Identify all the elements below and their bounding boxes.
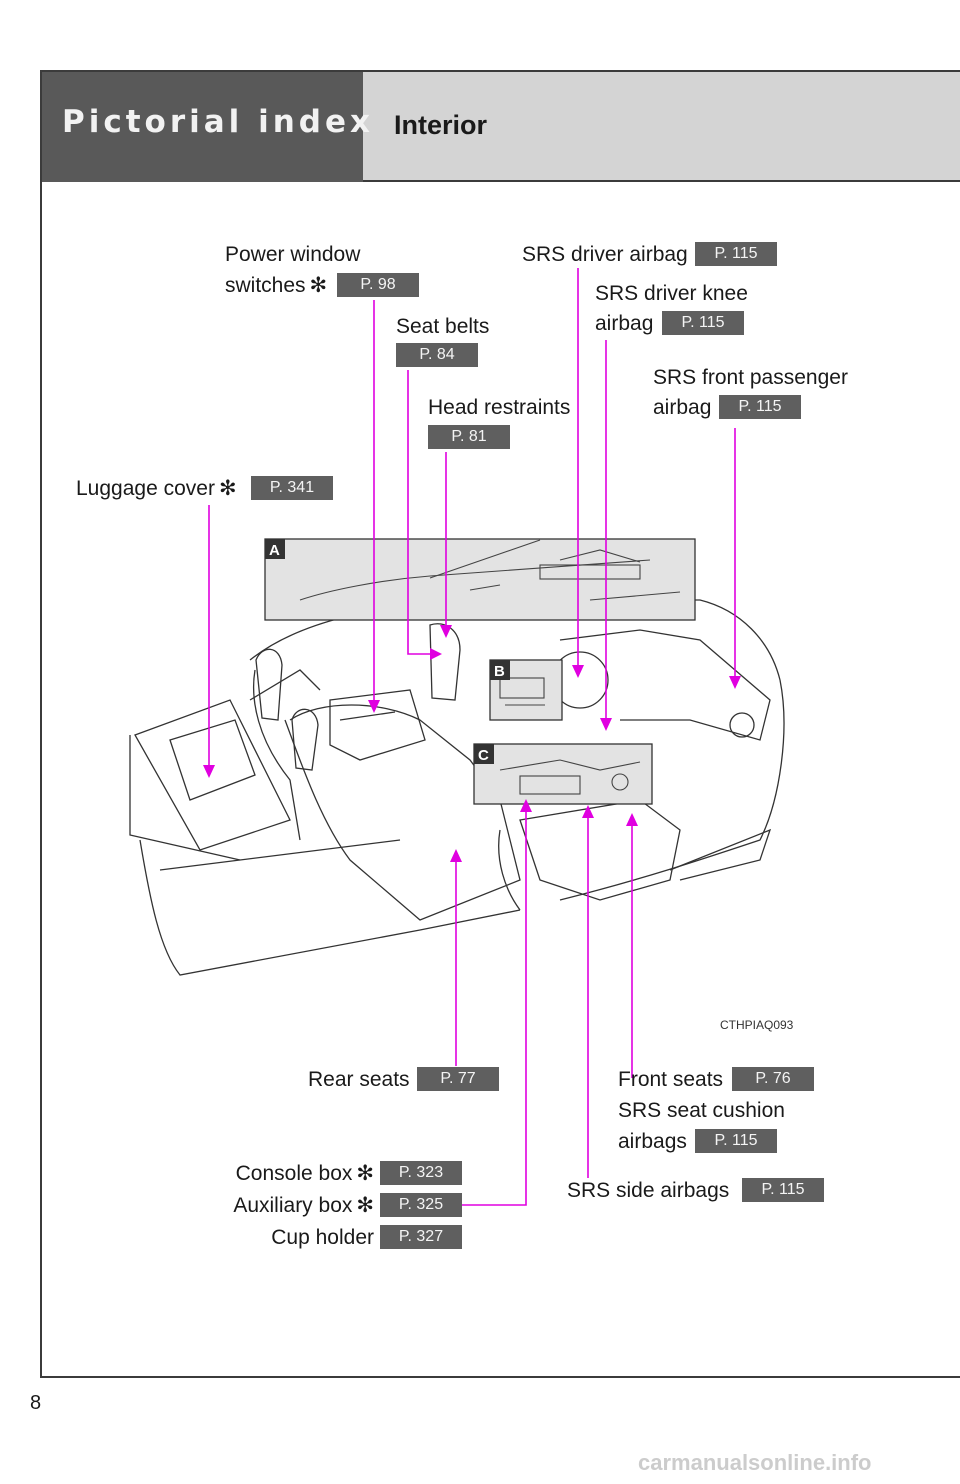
power-window-label-line2: switches✻: [225, 274, 328, 297]
seat-belts-ref[interactable]: P. 84: [396, 343, 478, 367]
srs-driver-airbag-ref[interactable]: P. 115: [695, 242, 777, 266]
srs-seat-cushion-label-line1: SRS seat cushion: [618, 1099, 785, 1122]
inset-b-box: [489, 659, 563, 721]
seat-belts-label: Seat belts: [396, 315, 490, 338]
page-frame: [40, 70, 960, 1378]
leader-lines: [208, 268, 736, 1206]
head-restraints-label: Head restraints: [428, 396, 571, 419]
srs-side-airbags-ref[interactable]: P. 115: [742, 1178, 824, 1202]
srs-side-airbags-label: SRS side airbags: [567, 1179, 730, 1202]
callout-a-marker: [265, 539, 285, 559]
asterisk-icon: ✻: [309, 274, 328, 297]
srs-driver-knee-label-line2: airbag: [595, 312, 654, 335]
callout-c: C: [478, 747, 489, 764]
head-restraints-ref[interactable]: P. 81: [428, 425, 510, 449]
srs-seat-cushion-label-line2: airbags: [618, 1130, 687, 1153]
front-seats-ref[interactable]: P. 76: [732, 1067, 814, 1091]
srs-driver-knee-ref[interactable]: P. 115: [662, 311, 744, 335]
subsection-header-bar: [363, 70, 960, 182]
image-code: CTHPIAQ093: [720, 1018, 794, 1032]
page-number: 8: [30, 1392, 42, 1414]
cup-holder-ref[interactable]: P. 327: [380, 1225, 462, 1249]
luggage-cover-label: Luggage cover✻: [76, 477, 237, 500]
srs-front-passenger-label-line1: SRS front passenger: [653, 366, 848, 389]
srs-front-passenger-ref[interactable]: P. 115: [719, 395, 801, 419]
console-box-label: Console box✻: [235, 1162, 374, 1185]
rear-seats-ref[interactable]: P. 77: [417, 1067, 499, 1091]
cup-holder-label: Cup holder: [271, 1226, 374, 1249]
srs-driver-knee-label-line1: SRS driver knee: [595, 282, 748, 305]
car-outline: [129, 599, 785, 976]
power-window-ref[interactable]: P. 98: [337, 273, 419, 297]
srs-front-passenger-label-line2: airbag: [653, 396, 712, 419]
auxiliary-box-label: Auxiliary box✻: [233, 1194, 374, 1217]
section-header-bar: [40, 70, 363, 182]
asterisk-icon: ✻: [356, 1194, 374, 1217]
callout-c-marker: [474, 744, 494, 764]
inset-c-box: [473, 743, 653, 805]
console-box-ref[interactable]: P. 323: [380, 1161, 462, 1185]
callout-a: A: [269, 542, 280, 559]
section-title: Pictorial index: [62, 104, 374, 140]
auxiliary-box-ref[interactable]: P. 325: [380, 1193, 462, 1217]
luggage-cover-ref[interactable]: P. 341: [251, 476, 333, 500]
subsection-title: Interior: [394, 110, 488, 140]
srs-driver-airbag-label: SRS driver airbag: [522, 243, 688, 266]
asterisk-icon: ✻: [356, 1162, 374, 1185]
watermark: carmanualsonline.info: [638, 1450, 872, 1475]
callout-b: B: [494, 663, 505, 680]
front-seats-label: Front seats: [618, 1068, 724, 1091]
asterisk-icon: ✻: [218, 477, 237, 500]
leader-arrowheads: [203, 625, 741, 862]
callout-b-marker: [490, 660, 510, 680]
rear-seats-label: Rear seats: [308, 1068, 410, 1091]
power-window-label-line1: Power window: [225, 243, 361, 266]
srs-seat-cushion-ref[interactable]: P. 115: [695, 1129, 777, 1153]
